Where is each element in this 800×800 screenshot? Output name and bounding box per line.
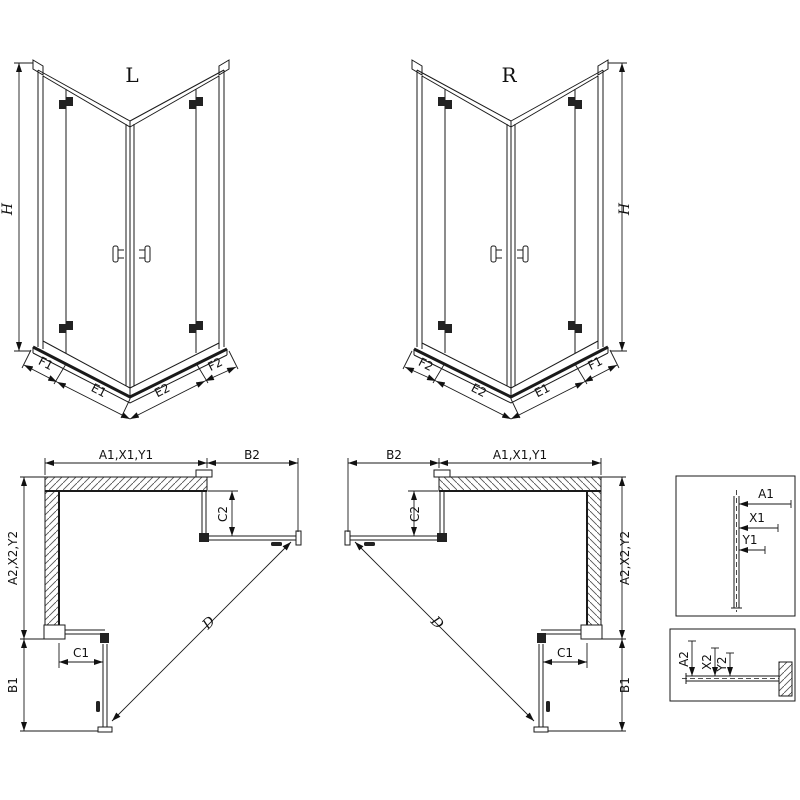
wall-hatch: [778, 661, 793, 697]
dim-label-e1: E1: [89, 381, 109, 400]
variant-label-left: L: [125, 63, 138, 87]
dim-label-h-left: H: [0, 202, 16, 216]
plan-view-right: [345, 458, 626, 732]
detail-box-top: A1 X1 Y1: [675, 475, 796, 617]
detail-box-bottom: A2 X2 Y2: [669, 628, 796, 702]
detail-box-border: [669, 628, 796, 702]
dim-label-c1: C1: [557, 646, 573, 660]
dim-label-c2: C2: [216, 506, 230, 522]
detail-label-x2: X2: [700, 654, 714, 670]
dim-label-h-right: H: [617, 202, 633, 216]
dim-label-e2: E2: [152, 381, 172, 400]
detail-box-border: [675, 475, 796, 617]
dim-label-c2: C2: [408, 506, 422, 522]
front-view-right-labels: R H F2 E2 E1 F1: [416, 63, 633, 400]
dim-label-a2x2y2: A2,X2,Y2: [618, 531, 632, 585]
plan-view-left-labels: A1,X1,Y1 B2 C2 A2,X2,Y2 C1 B1 D: [6, 448, 260, 693]
dim-label-b2: B2: [244, 448, 260, 462]
dim-label-c1: C1: [73, 646, 89, 660]
dim-label-a1x1y1: A1,X1,Y1: [99, 448, 153, 462]
dim-label-a2x2y2: A2,X2,Y2: [6, 531, 20, 585]
dim-label-f1: F1: [36, 354, 55, 373]
detail-label-y2: Y2: [715, 657, 729, 673]
front-view-left-labels: L H F1 E1 E2 F2: [0, 63, 225, 400]
dim-label-b1: B1: [6, 677, 20, 693]
dim-label-b1: B1: [618, 677, 632, 693]
detail-label-a2: A2: [677, 651, 691, 667]
dim-label-e2: E2: [469, 381, 489, 400]
dim-label-a1x1y1: A1,X1,Y1: [493, 448, 547, 462]
dim-label-b2: B2: [386, 448, 402, 462]
dim-label-e1: E1: [532, 381, 552, 400]
detail-label-y1: Y1: [742, 533, 758, 547]
detail-label-a1: A1: [758, 487, 774, 501]
dim-label-f1: F1: [586, 354, 605, 373]
variant-label-right: R: [501, 63, 517, 87]
plan-view-left: [20, 458, 301, 732]
dim-label-d: D: [426, 613, 446, 633]
dim-label-f2: F2: [206, 355, 225, 374]
dim-label-f2: F2: [416, 355, 435, 374]
dim-label-d: D: [199, 614, 219, 634]
detail-label-x1: X1: [749, 511, 765, 525]
